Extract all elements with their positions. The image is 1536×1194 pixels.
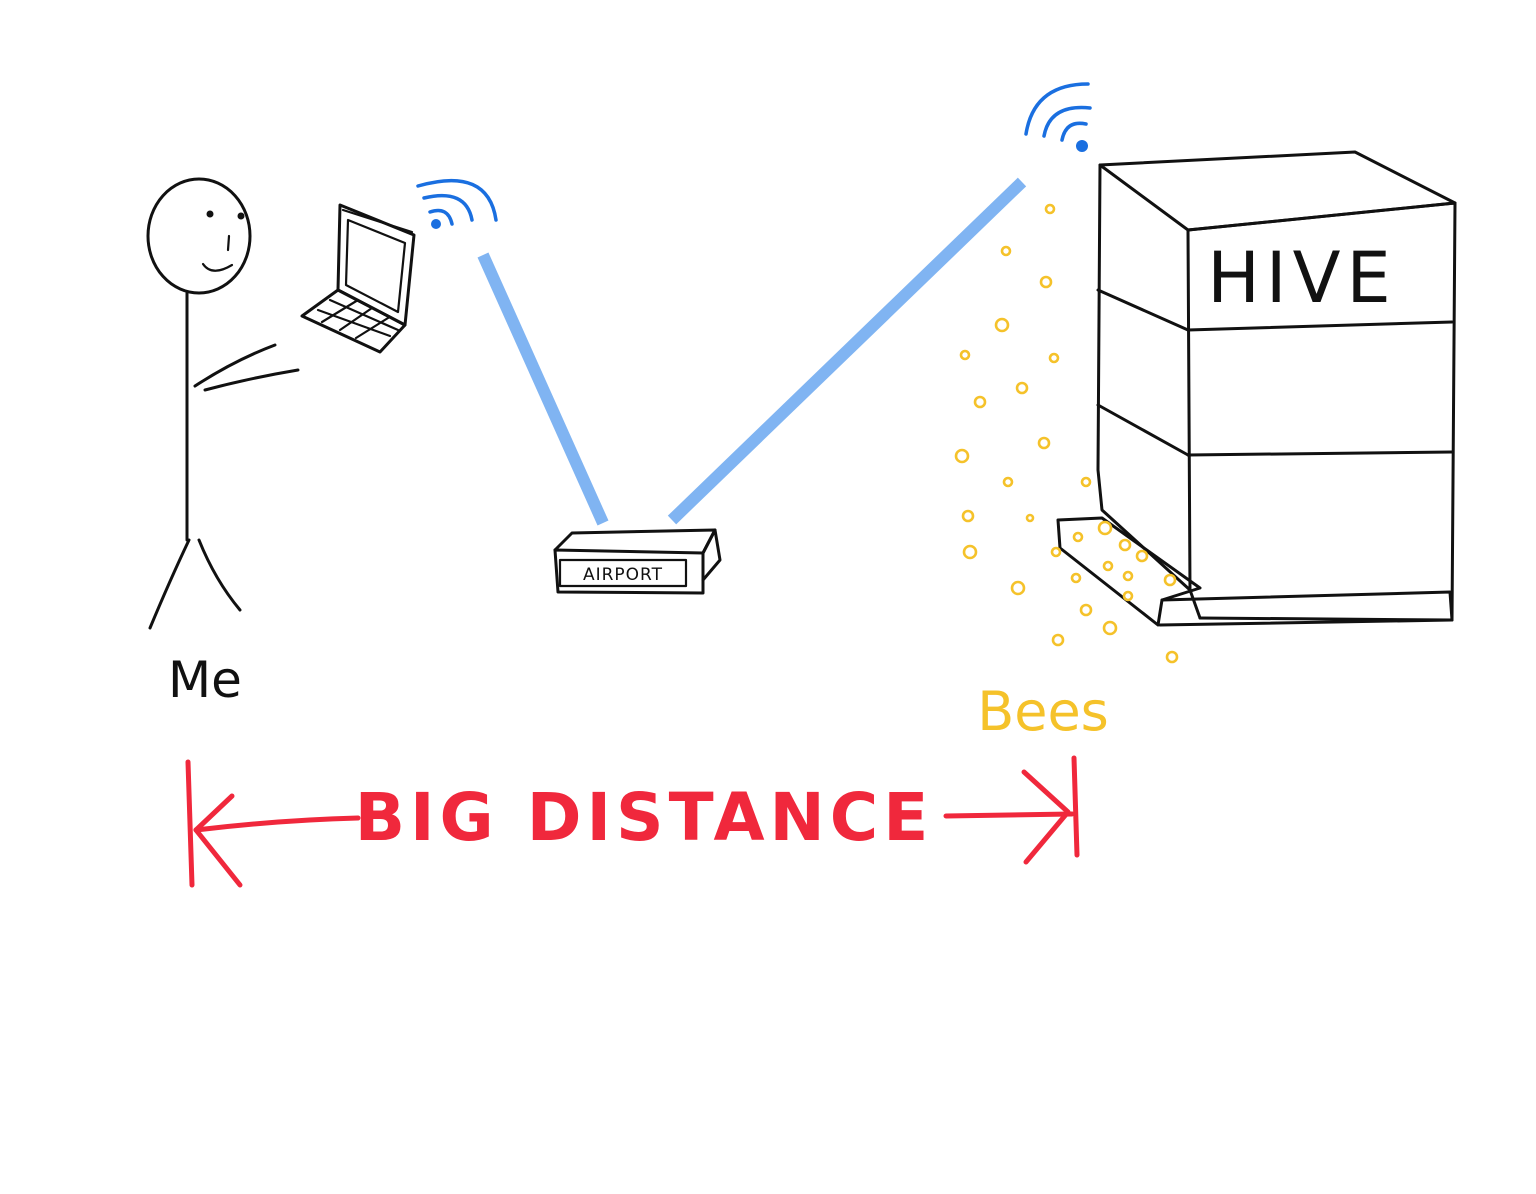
person-eye-right: [237, 212, 245, 220]
person-nose: [226, 234, 231, 252]
airport-label: AIRPORT: [583, 565, 663, 585]
person-leg-right: [197, 538, 242, 612]
person-smile: [201, 262, 234, 272]
hive-top: [1098, 150, 1457, 232]
wifi-icon: [1024, 82, 1092, 152]
distance-left-bar: [185, 759, 195, 888]
hive-front: [1186, 201, 1457, 622]
laptop-keyboard: [300, 288, 407, 354]
person-arm-lower: [203, 368, 300, 392]
person-head: [146, 177, 252, 295]
hive-divider-2: [1186, 450, 1454, 457]
distance-label: BIG DISTANCE: [355, 779, 934, 856]
person-arm-upper: [193, 343, 277, 388]
bees-label: Bees: [977, 680, 1109, 743]
laptop: [300, 203, 416, 354]
laptop-keys: [316, 298, 400, 340]
airport-box-front: [553, 548, 705, 595]
airport-device: AIRPORT: [553, 528, 722, 595]
bees-swarm: [954, 203, 1179, 664]
hive-box: HIVE: [1056, 150, 1457, 627]
me-label: Me: [168, 651, 242, 709]
laptop-screen-inner: [344, 218, 407, 314]
airport-label-frame: [558, 558, 688, 588]
hive-edge: [1186, 228, 1192, 592]
person-leg-left: [148, 538, 191, 630]
distance-arrow: [185, 755, 1080, 888]
laptop-screen-edge: [341, 208, 414, 234]
distance-right-bar: [1071, 755, 1080, 858]
person-eye-left: [206, 210, 214, 218]
wifi-icon: [416, 178, 498, 229]
hive-divider-1: [1186, 320, 1454, 332]
hive-divider-2-side: [1096, 403, 1190, 457]
hive-landing-board-base: [1158, 590, 1454, 627]
person-figure: [146, 177, 300, 630]
airport-box-side: [701, 528, 722, 582]
hive-divider-1-side: [1096, 288, 1190, 332]
hive-label: HIVE: [1207, 237, 1396, 319]
beam-airport-hive: [667, 177, 1027, 525]
distance-left-line: [193, 815, 361, 833]
distance-right-line: [943, 811, 1075, 819]
arrow-left-head: [193, 793, 243, 888]
beam-laptop-airport: [477, 252, 609, 526]
arrow-right-head: [1021, 769, 1071, 865]
